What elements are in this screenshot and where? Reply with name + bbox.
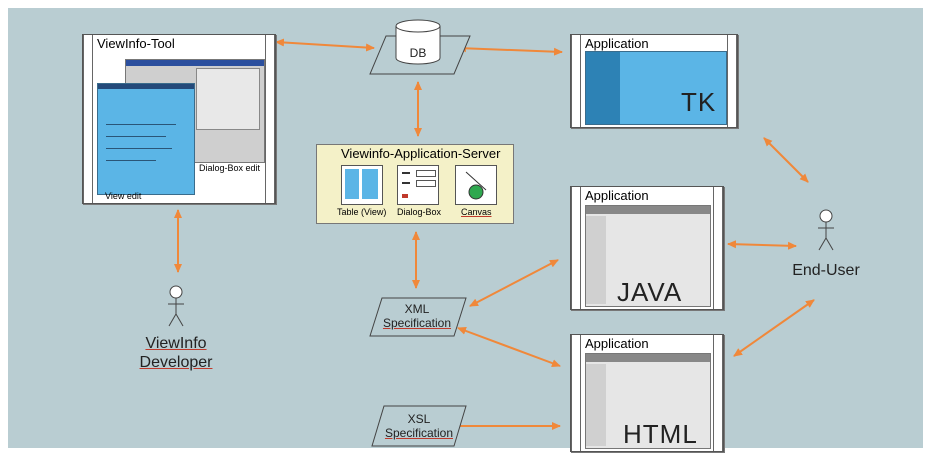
window-right-border — [713, 335, 723, 451]
application-java-title: Application — [585, 188, 649, 203]
application-java-window: Application JAVA — [570, 186, 724, 310]
application-tk-window: Application TK — [570, 34, 738, 128]
db-node — [369, 19, 471, 75]
xml-spec-parallelogram — [369, 297, 467, 337]
arrow-tk-enduser — [763, 137, 809, 183]
viewinfo-tool-window: ViewInfo-Tool Dialog-Box edit View edit — [82, 34, 276, 204]
xsl-spec-parallelogram — [371, 405, 467, 447]
window-right-border — [713, 187, 723, 309]
developer-stick-figure-icon — [168, 285, 184, 327]
developer-line1: ViewInfo — [145, 335, 207, 352]
table-view-icon — [341, 165, 383, 205]
window-right-border — [727, 35, 737, 127]
window-left-border — [571, 35, 581, 127]
viewinfo-tool-title: ViewInfo-Tool — [97, 36, 175, 51]
html-technology-label: HTML — [623, 419, 698, 449]
window-left-border — [83, 35, 93, 203]
db-cylinder-top — [395, 19, 441, 33]
application-server-box: Viewinfo-Application-Server Table (View)… — [316, 144, 514, 224]
window-left-border — [571, 187, 581, 309]
application-html-window: Application HTML — [570, 334, 724, 452]
application-tk-title: Application — [585, 36, 649, 51]
application-html-title: Application — [585, 336, 649, 351]
developer-label: ViewInfo Developer — [126, 334, 226, 372]
view-edit-caption: View edit — [105, 191, 142, 201]
arrow-db-tk — [457, 44, 563, 56]
dialog-box-icon — [397, 165, 439, 205]
developer-line2: Developer — [139, 354, 213, 371]
window-left-border — [571, 335, 581, 451]
html-app-screenshot — [585, 353, 711, 449]
arrow-tool-db — [275, 38, 375, 52]
xml-spec-line1: XML — [404, 302, 430, 316]
enduser-stick-figure-icon — [818, 209, 834, 251]
end-user-label: End-User — [792, 262, 860, 279]
xsl-spec-line1: XSL — [407, 412, 431, 426]
xml-spec-line2: Specification — [382, 316, 452, 330]
canvas-label: Canvas — [461, 207, 492, 217]
canvas-icon — [455, 165, 497, 205]
arrow-xml-java — [469, 259, 559, 307]
arrow-java-enduser — [727, 240, 797, 250]
xml-spec-label: XML Specification — [372, 302, 462, 330]
table-view-label: Table (View) — [337, 207, 387, 217]
xsl-spec-line2: Specification — [384, 426, 454, 440]
xsl-spec-label: XSL Specification — [374, 412, 464, 440]
server-title: Viewinfo-Application-Server — [341, 146, 501, 161]
arrow-html-enduser — [733, 299, 815, 357]
dialog-box-label: Dialog-Box — [397, 207, 442, 217]
view-edit-screenshot — [97, 83, 195, 195]
tk-technology-label: TK — [681, 87, 717, 117]
dialog-box-edit-caption: Dialog-Box edit — [199, 163, 261, 173]
java-app-screenshot — [585, 205, 711, 307]
db-label: DB — [409, 46, 427, 60]
java-technology-label: JAVA — [617, 277, 683, 307]
tk-app-screenshot — [585, 51, 727, 125]
window-right-border — [265, 35, 275, 203]
db-cylinder-icon — [395, 26, 441, 65]
arrow-xml-html — [457, 327, 561, 367]
